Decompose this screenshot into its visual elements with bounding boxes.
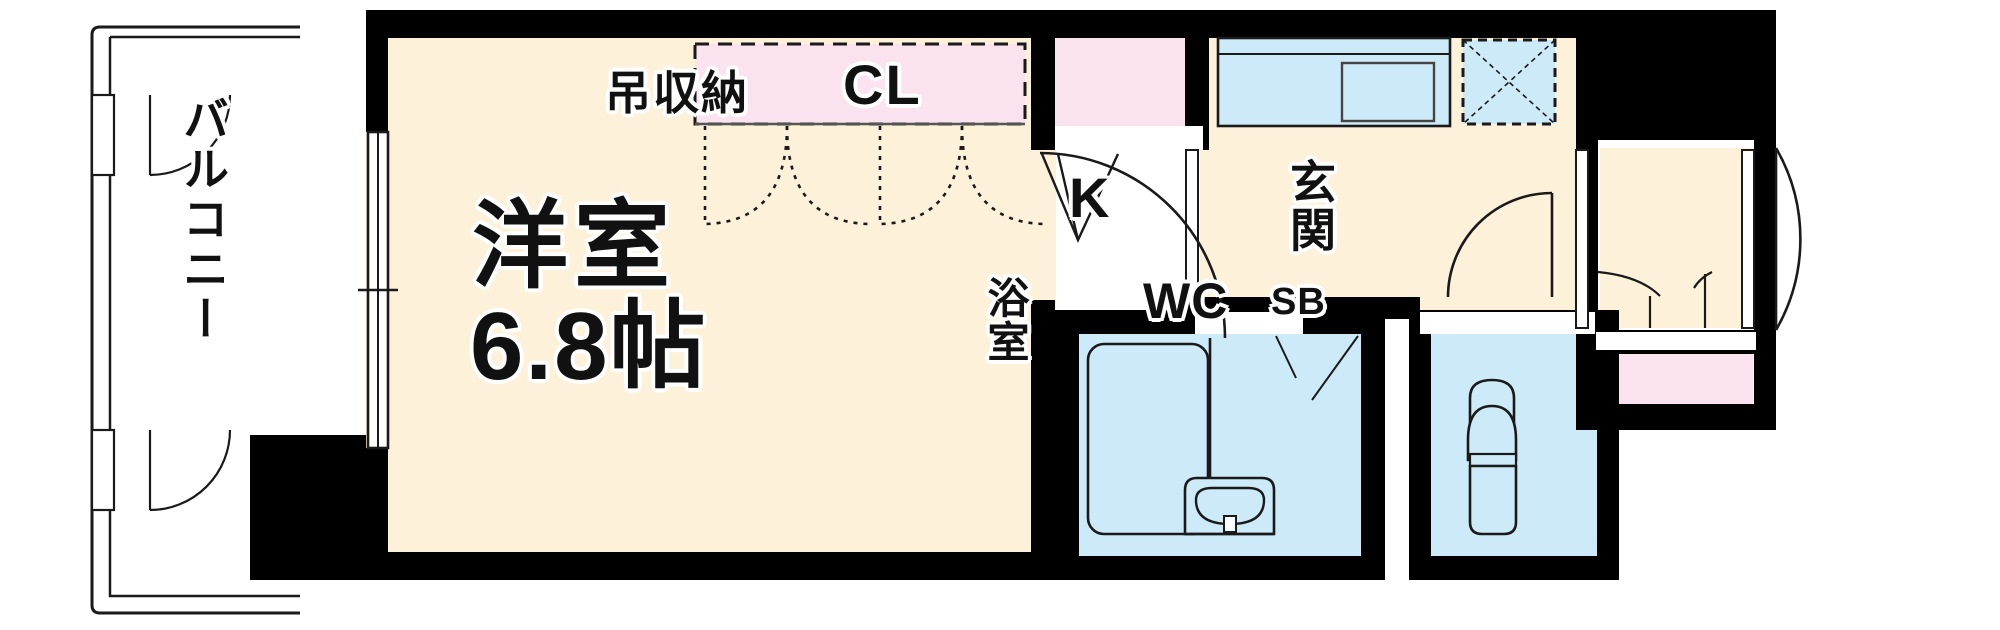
- hanging-storage-doors: [703, 125, 1045, 226]
- sliding-window: [358, 130, 398, 450]
- kitchen-sink: [1340, 61, 1436, 123]
- toilet-bowl: [1466, 378, 1518, 536]
- closet-folding-door: [1040, 153, 1120, 243]
- entrance-door: [1774, 147, 1802, 331]
- washbasin: [1183, 476, 1276, 536]
- bathroom-corner-lines: [1275, 335, 1359, 401]
- refrigerator-space: [1461, 38, 1557, 126]
- hanging-storage: [693, 42, 1027, 126]
- shoebox-sb: [1593, 348, 1753, 410]
- entrance-area: [1600, 148, 1755, 328]
- balcony-door-lower: [148, 429, 232, 512]
- structural-pillar: [250, 435, 370, 580]
- openings: [1055, 126, 1756, 350]
- room-door: [1039, 151, 1227, 339]
- balcony-door-upper: [148, 94, 232, 177]
- balcony-area: [90, 25, 300, 615]
- entrance-step-arcs: [1597, 270, 1713, 328]
- interior-partitions: [1185, 149, 1755, 329]
- kitchen-door: [1446, 191, 1554, 298]
- bathtub: [1086, 338, 1212, 536]
